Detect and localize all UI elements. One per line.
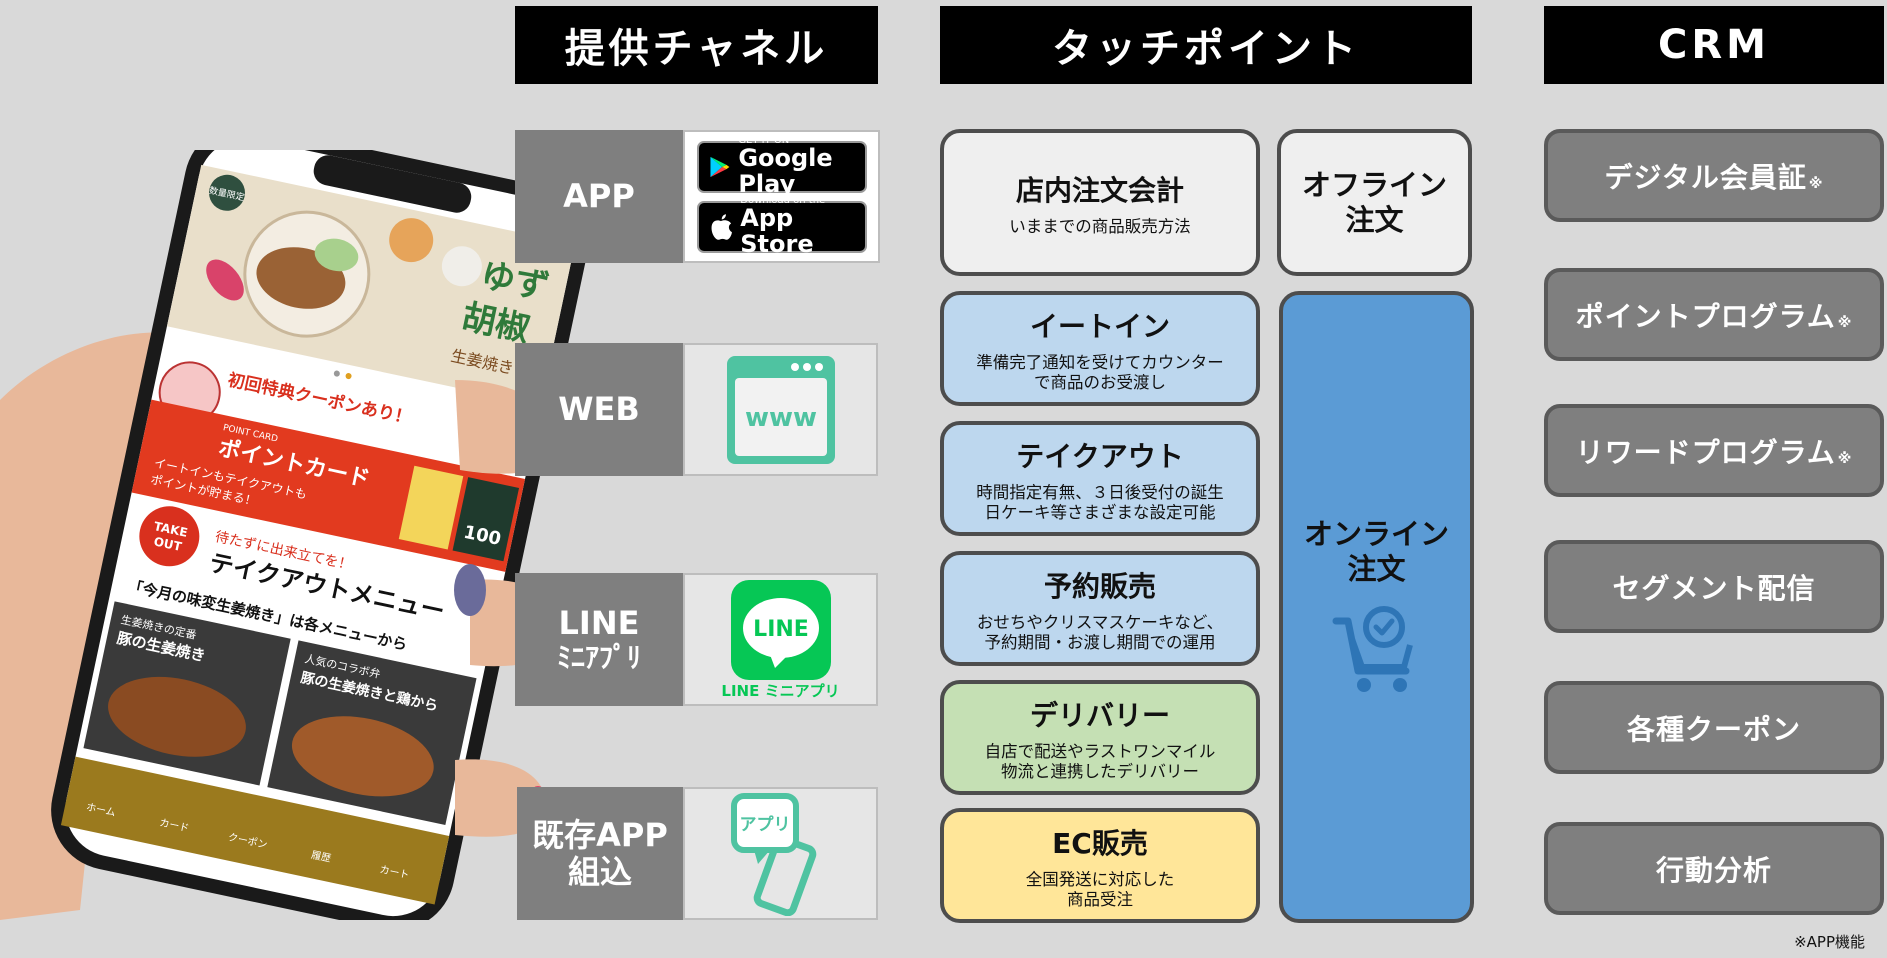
touchpoint-ec: EC販売 全国発送に対応した 商品受注: [940, 808, 1260, 923]
carousel-dot-active[interactable]: [345, 373, 352, 380]
google-play-small: GET IT ON: [738, 135, 790, 147]
touchpoint-reserve: 予約販売 おせちやクリスマスケーキなど、 予約期間・お渡し期間での運用: [940, 551, 1260, 666]
app-store-big: App Store: [740, 204, 814, 258]
app-store-badge[interactable]: Download on the App Store: [696, 196, 867, 258]
channel-line-text-2: ﾐﾆｱﾌﾟﾘ: [556, 640, 641, 674]
channel-web-text: WEB: [558, 390, 640, 429]
limited-badge: [209, 174, 246, 211]
nav-history[interactable]: 履歴: [310, 849, 332, 865]
channel-web-label: WEB: [515, 343, 683, 476]
crm-point-program: ポイントプログラム※: [1544, 268, 1884, 361]
channel-app-label: APP: [515, 130, 683, 263]
phone-notch: [313, 155, 472, 213]
point-card-stamp: [398, 465, 464, 550]
phone-illustration: 数量限定 ゆず 胡椒 生姜焼き 初回特典クーポンあり！ POINT CARD ポ…: [0, 150, 588, 920]
www-text: www: [744, 403, 816, 433]
crm-item-label: セグメント配信: [1612, 571, 1816, 605]
hand-palm: [0, 332, 230, 920]
touchpoint-reserve-desc: 予約期間・お渡し期間での運用: [984, 632, 1216, 652]
line-icon: LINE: [730, 580, 831, 680]
touchpoint-eatin-title: イートイン: [1029, 309, 1170, 343]
crm-behavior-analysis: 行動分析: [1544, 822, 1884, 915]
food-cabbage: [314, 238, 359, 272]
takeout-badge-1: TAKE: [153, 519, 189, 540]
channel-app-text: APP: [563, 177, 635, 216]
header-crm: CRM: [1544, 6, 1884, 84]
crm-item-mark: ※: [1837, 451, 1853, 467]
touchpoint-ec-desc: 全国発送に対応した: [1025, 869, 1175, 889]
fingernail: [206, 259, 244, 301]
crm-digital-membership: デジタル会員証※: [1544, 129, 1884, 222]
channel-existing-text-2: 組込: [567, 852, 632, 891]
crm-item-label: デジタル会員証: [1604, 160, 1807, 194]
offline-order-line-1: オフライン: [1301, 167, 1447, 202]
line-icon-text: LINE: [753, 617, 809, 642]
crm-item-label: ポイントプログラム: [1575, 299, 1836, 333]
crm-item-label: 行動分析: [1655, 853, 1772, 887]
google-play-big: Google Play: [738, 144, 833, 198]
touchpoint-delivery-desc: 物流と連携したデリバリー: [1000, 761, 1199, 781]
crm-segment-delivery: セグメント配信: [1544, 540, 1884, 633]
touchpoint-eatin-desc: で商品のお受渡し: [1034, 372, 1166, 392]
cart-check-icon: [1332, 605, 1413, 692]
header-touchpoint: タッチポイント: [940, 6, 1472, 84]
channel-line-icon-box: LINE LINE ミニアプリ: [683, 573, 878, 706]
touchpoint-instore-desc: いままでの商品販売方法: [1009, 216, 1191, 236]
menu-item-food: [291, 716, 434, 797]
browser-www-icon: www: [726, 355, 835, 464]
point-card-image: [452, 477, 520, 562]
channel-web-icon-box: www: [683, 343, 878, 476]
touchpoint-reserve-title: 予約販売: [1043, 569, 1156, 603]
channel-existing-label: 既存APP 組込: [517, 787, 683, 920]
google-play-badge[interactable]: GET IT ON Google Play: [696, 136, 867, 198]
header-channel: 提供チャネル: [515, 6, 878, 84]
channel-existing-icon-box: アプリ: [683, 787, 878, 920]
channel-line-text-1: LINE: [558, 604, 640, 642]
google-play-icon: [709, 156, 729, 177]
touchpoint-ec-desc: 商品受注: [1067, 889, 1133, 909]
touchpoint-takeout-title: テイクアウト: [1016, 439, 1184, 473]
crm-item-mark: ※: [1808, 176, 1824, 192]
touchpoint-ec-title: EC販売: [1052, 826, 1148, 860]
takeout-badge-2: OUT: [152, 534, 183, 554]
touchpoint-instore-title: 店内注文会計: [1015, 173, 1184, 207]
touchpoint-eatin-desc: 準備完了通知を受けてカウンター: [976, 352, 1224, 372]
offline-order-line-2: 注文: [1345, 202, 1404, 237]
carousel-dot[interactable]: [333, 370, 340, 377]
app-store-small: Download on the: [740, 195, 826, 207]
channel-existing-text-1: 既存APP: [532, 815, 668, 854]
app-icon-text: アプリ: [739, 814, 790, 835]
crm-coupons: 各種クーポン: [1544, 681, 1884, 774]
crm-reward-program: リワードプログラム※: [1544, 404, 1884, 497]
app-smartphone-icon: アプリ: [730, 792, 816, 916]
touchpoint-takeout-desc: 日ケーキ等さまざまな設定可能: [984, 502, 1216, 522]
touchpoint-takeout: テイクアウト 時間指定有無、３日後受付の誕生 日ケーキ等さまざまな設定可能: [940, 421, 1260, 536]
line-mini-app-caption: LINE ミニアプリ: [721, 682, 840, 700]
crm-item-label: リワードプログラム: [1575, 435, 1836, 469]
channel-line-label: LINE ﾐﾆｱﾌﾟﾘ: [515, 573, 683, 706]
touchpoint-instore: 店内注文会計 いままでの商品販売方法: [940, 129, 1260, 276]
bottom-nav: [60, 756, 450, 905]
phone-mockup: 数量限定 ゆず 胡椒 生姜焼き 初回特典クーポンあり！ POINT CARD ポ…: [0, 150, 600, 920]
menu-item-food: [108, 676, 246, 757]
touchpoint-reserve-desc: おせちやクリスマスケーキなど、: [976, 612, 1224, 632]
online-order-line-2: 注文: [1347, 552, 1406, 586]
channel-app-stores: GET IT ON Google Play Download on the Ap…: [683, 130, 880, 263]
touchpoint-delivery-desc: 自店で配送やラストワンマイル: [984, 741, 1216, 761]
food-bowl: [389, 218, 434, 263]
online-order-box: オンライン 注文: [1279, 291, 1474, 923]
food-rice: [441, 246, 482, 287]
footnote: ※APP機能: [1794, 933, 1865, 951]
crm-item-mark: ※: [1837, 315, 1853, 331]
touchpoint-delivery-title: デリバリー: [1029, 698, 1170, 732]
touchpoint-delivery: デリバリー 自店で配送やラストワンマイル 物流と連携したデリバリー: [940, 680, 1260, 795]
online-order-line-1: オンライン: [1303, 517, 1449, 552]
takeout-badge: [139, 506, 200, 567]
offline-order-box: オフライン 注文: [1277, 129, 1472, 276]
crm-item-label: 各種クーポン: [1626, 712, 1801, 746]
apple-icon: [711, 213, 732, 240]
touchpoint-eatin: イートイン 準備完了通知を受けてカウンター で商品のお受渡し: [940, 291, 1260, 406]
touchpoint-takeout-desc: 時間指定有無、３日後受付の誕生: [976, 482, 1224, 502]
fingernail: [454, 564, 486, 616]
